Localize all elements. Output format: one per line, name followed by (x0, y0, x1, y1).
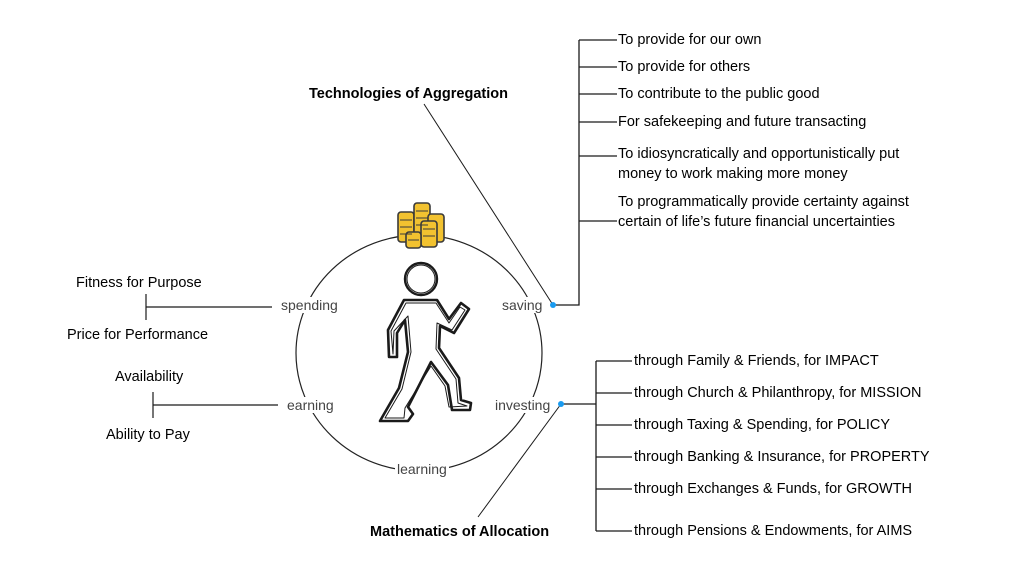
saving-item: To idiosyncratically and opportunistical… (618, 146, 900, 182)
coin-stack-icon (397, 202, 445, 249)
saving-branch-lines (553, 39, 617, 306)
allocation-leader-line (477, 403, 562, 518)
cycle-spending-label[interactable]: spending (279, 297, 340, 313)
saving-connector-dot[interactable] (550, 302, 556, 308)
allocation-heading: Mathematics of Allocation (370, 524, 550, 540)
investing-connector-dot[interactable] (558, 401, 564, 407)
saving-item: To provide for others (618, 59, 751, 75)
saving-item: To programmatically provide certainty ag… (618, 194, 909, 230)
spending-item: Fitness for Purpose (76, 275, 202, 291)
investing-item: through Banking & Insurance, for PROPERT… (634, 449, 930, 465)
aggregation-leader-line (423, 103, 554, 306)
earning-item: Ability to Pay (106, 427, 190, 443)
earning-branch-lines (152, 392, 278, 418)
cycle-ring (295, 234, 543, 472)
cycle-saving-label[interactable]: saving (500, 297, 545, 313)
spending-item: Price for Performance (67, 327, 209, 343)
saving-item: For safekeeping and future transacting (618, 114, 867, 130)
earning-item: Availability (115, 369, 184, 385)
investing-item: through Church & Philanthropy, for MISSI… (634, 385, 922, 401)
spending-branch-lines (145, 294, 272, 320)
aggregation-heading: Technologies of Aggregation (309, 86, 508, 102)
investing-branch-lines (561, 360, 632, 532)
cycle-investing-label[interactable]: investing (493, 397, 553, 413)
investing-item: through Pensions & Endowments, for AIMS (634, 523, 913, 539)
saving-item: To contribute to the public good (618, 86, 820, 102)
saving-item: To provide for our own (618, 32, 762, 48)
investing-item: through Taxing & Spending, for POLICY (634, 417, 891, 433)
cycle-learning-label[interactable]: learning (395, 461, 449, 477)
cycle-earning-label[interactable]: earning (285, 397, 336, 413)
walking-person-icon (378, 261, 473, 423)
investing-item: through Exchanges & Funds, for GROWTH (634, 481, 913, 497)
investing-item: through Family & Friends, for IMPACT (634, 353, 879, 369)
